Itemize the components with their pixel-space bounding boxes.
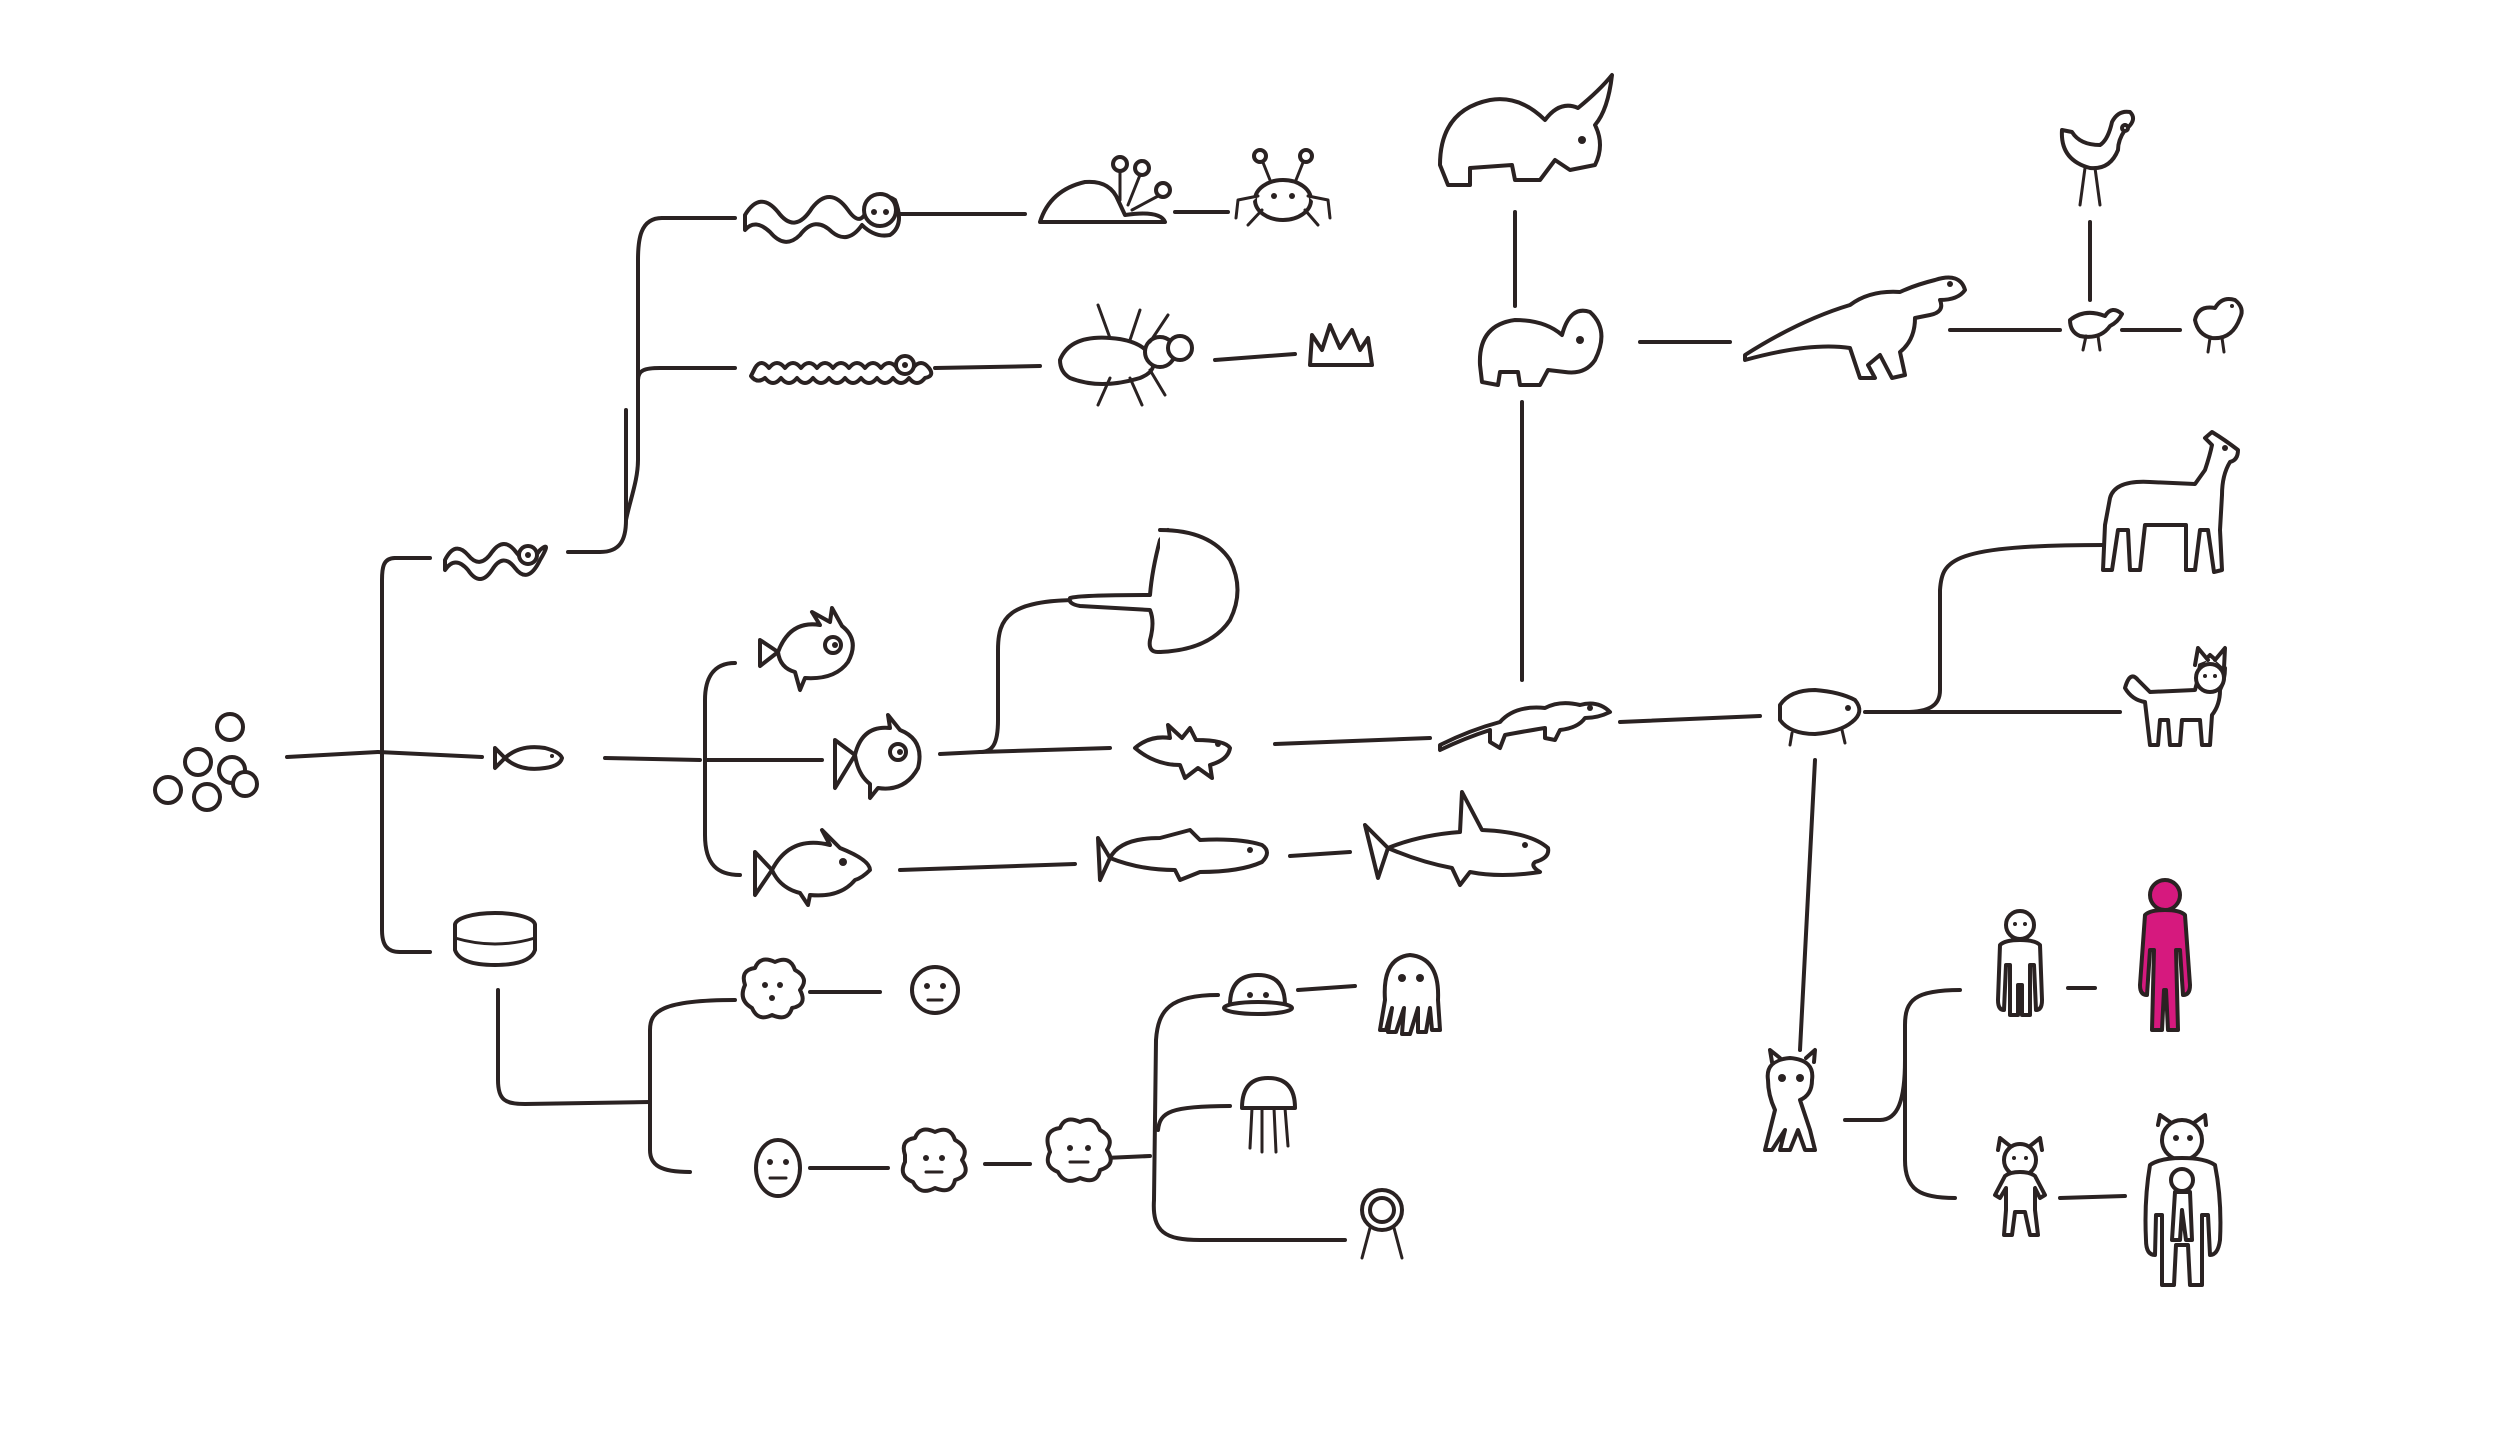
shark-icon [1363, 790, 1551, 887]
sponge-icon [453, 911, 537, 967]
link-bony-to-lungfish [978, 746, 1112, 754]
stingray-icon [1067, 528, 1240, 654]
slug-icon [1038, 155, 1172, 224]
oval-face-icon [754, 1138, 802, 1198]
bony-fish-icon [833, 713, 922, 800]
dome-creature-icon [1222, 973, 1294, 1016]
tall-bird-icon [2059, 109, 2136, 207]
link-fish-to-split [603, 756, 702, 762]
link-sponge-down [496, 988, 652, 1106]
monkey-icon [1993, 1136, 2047, 1237]
cat-icon [2123, 646, 2227, 747]
jellyfish-icon [1240, 1076, 1297, 1154]
bracket-primate [1903, 988, 1962, 1200]
bracket-worm [624, 216, 664, 522]
insect-icon [1058, 303, 1194, 407]
bracket-fish [703, 661, 742, 877]
gorilla-icon [2143, 1113, 2223, 1287]
branch-lines [285, 210, 2182, 1242]
segmented-worm-icon [743, 192, 901, 244]
link-amphibian-to-mammal [1618, 714, 1762, 724]
link-insect-to-spiky [1213, 352, 1297, 362]
cells-icon [153, 712, 259, 812]
spiny-fish-icon [758, 606, 855, 692]
spiky-face-icon [1045, 1117, 1113, 1183]
link-primate-upper [1878, 1058, 1907, 1122]
human-icon [2138, 878, 2192, 1032]
fuzzy-face-icon [900, 1127, 968, 1193]
bracket-radial [1151, 993, 1347, 1242]
primate-icon [1763, 1048, 1817, 1152]
salmon-icon [1096, 828, 1269, 882]
early-mammal-icon [1778, 688, 1862, 747]
octopus-icon [1378, 953, 1442, 1036]
bracket-mammal [1903, 543, 2107, 714]
link-monkey-to-gorilla [2058, 1194, 2127, 1200]
link-dome-to-octopus [1296, 984, 1357, 992]
link-worm-to-split [566, 408, 628, 554]
fuzzy-blob-icon [740, 957, 806, 1020]
spiky-creature-icon [1308, 323, 1374, 367]
lungfish-icon [1133, 723, 1232, 780]
link-salmon-to-shark [1288, 850, 1352, 858]
link-root-to-split [285, 750, 380, 759]
link-centipede-to-insect [933, 364, 1042, 370]
link-root-to-fish [376, 750, 484, 759]
bracket-ray [978, 598, 1082, 754]
bracket-sponge [648, 998, 737, 1174]
chain-worm-icon [749, 354, 934, 385]
face-blob-icon [910, 965, 960, 1015]
link-radial-to-jelly [1156, 1104, 1232, 1132]
deer-icon [2101, 430, 2240, 574]
triceratops-icon [1438, 73, 1614, 187]
anemone-icon [1360, 1188, 1404, 1260]
ape-icon [1996, 909, 2044, 1017]
link-worm-lower [636, 366, 737, 382]
small-bird-icon [2068, 308, 2124, 352]
link-mammal-down [1798, 758, 1817, 1052]
small-worm-icon [443, 542, 548, 581]
amphibian-icon [1438, 701, 1612, 752]
chick-icon [2193, 297, 2244, 354]
link-bony-to-split [938, 750, 982, 756]
baby-triceratops-icon [1477, 308, 1604, 387]
small-fish-icon [493, 745, 564, 771]
link-lungfish-to-amphibian [1273, 736, 1432, 746]
crab-icon [1234, 148, 1332, 227]
t-rex-icon [1743, 275, 1967, 380]
lower-fish-icon [753, 828, 872, 907]
bracket-root [380, 556, 402, 954]
link-lower-fish-to-salmon [898, 862, 1077, 872]
